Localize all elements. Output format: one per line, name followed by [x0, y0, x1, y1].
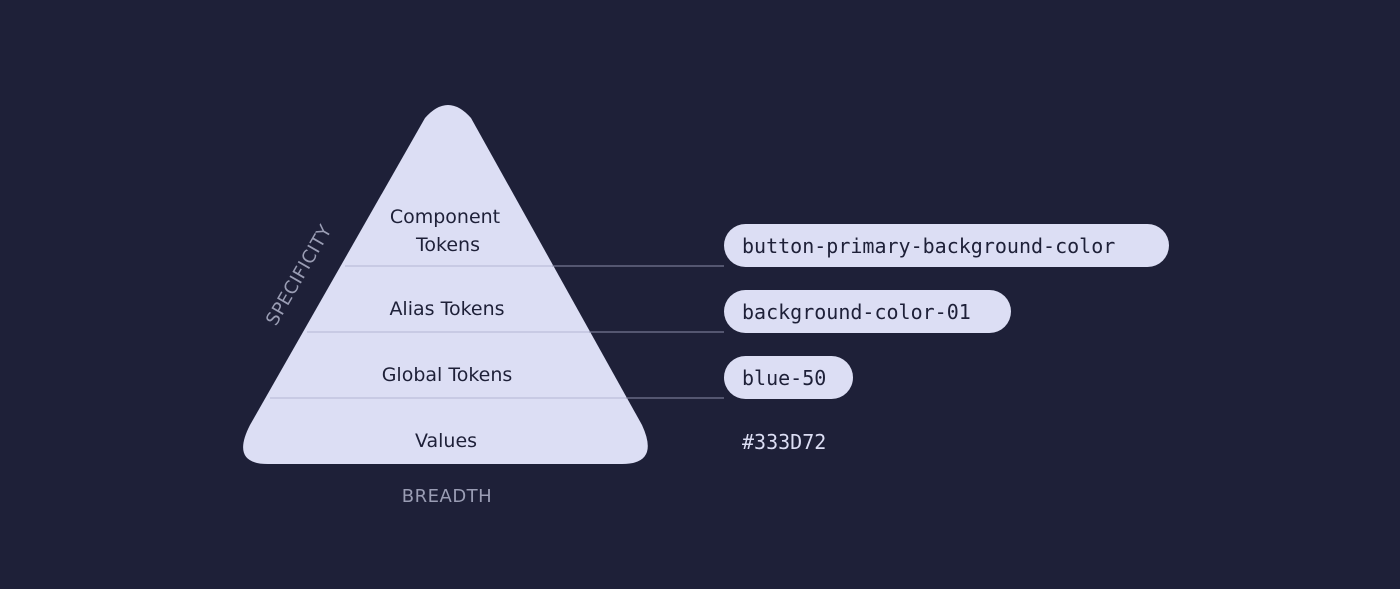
token-pill-component [724, 224, 1169, 267]
token-text-value: #333D72 [742, 430, 826, 454]
layer-label-alias: Alias Tokens [389, 298, 504, 320]
layer-label-global: Global Tokens [382, 364, 513, 386]
token-text-component: button-primary-background-color [742, 234, 1115, 258]
layer-label-values: Values [415, 430, 477, 452]
token-text-alias: background-color-01 [742, 300, 971, 324]
axis-label-breadth: BREADTH [402, 486, 492, 507]
token-pill-global [724, 356, 853, 399]
token-pill-alias [724, 290, 1011, 333]
pyramid [243, 105, 648, 464]
layer-label-component: Component Tokens [390, 206, 506, 256]
token-text-global: blue-50 [742, 366, 826, 390]
